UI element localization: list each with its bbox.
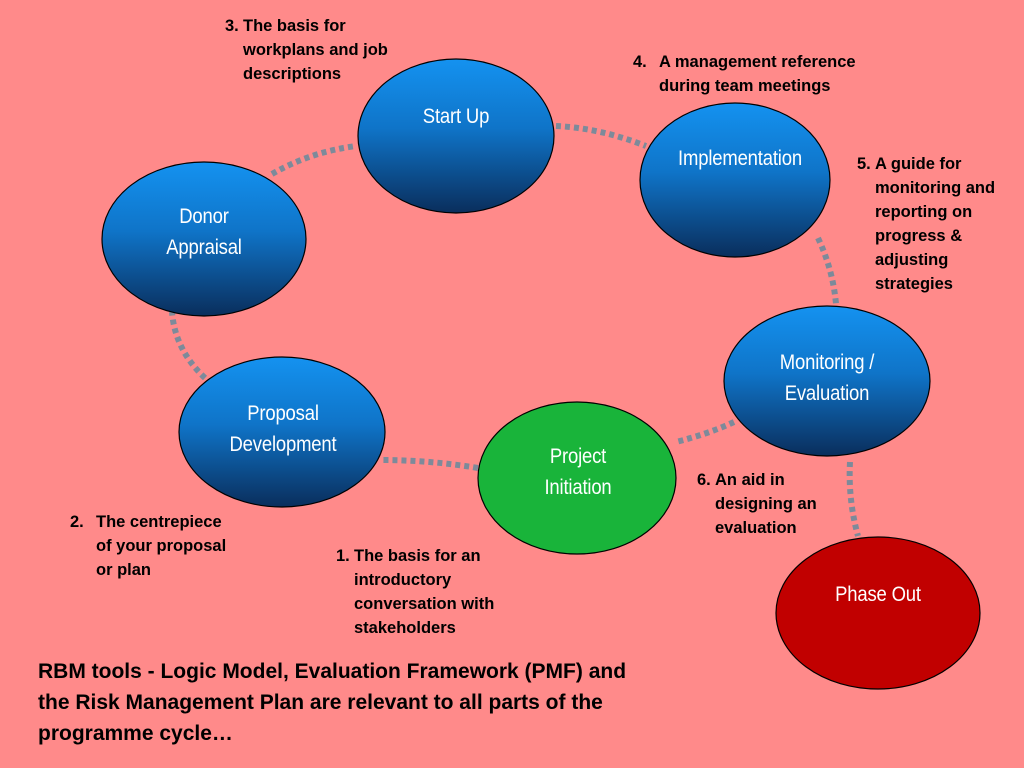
note-3-number: 3. — [225, 17, 239, 35]
note-5: 5. A guide for monitoring and reporting … — [857, 152, 1022, 296]
note-1-number: 1. — [336, 547, 350, 565]
note-2: 2. The centrepiece of your proposal or p… — [70, 510, 270, 582]
note-4-number: 4. — [633, 53, 647, 71]
note-2-text: The centrepiece of your proposal or plan — [96, 513, 227, 579]
node-label-implementation: Implementation — [678, 146, 802, 170]
node-shape-project-initiation — [477, 401, 677, 555]
node-shape-proposal-development — [178, 356, 386, 508]
note-6: 6. An aid in designing an evaluation — [697, 468, 857, 540]
node-label-phase-out: Phase Out — [835, 582, 921, 606]
connector-implementation-monitoring — [815, 236, 839, 305]
connector-monitoring-initiation — [675, 419, 736, 445]
connector-initiation-proposal — [379, 457, 479, 471]
note-6-text: An aid in designing an evaluation — [715, 471, 817, 537]
note-3-text: The basis for workplans and job descript… — [243, 17, 388, 83]
node-shape-implementation — [639, 102, 831, 258]
node-shape-donor-appraisal — [101, 161, 307, 317]
node-label-donor-appraisal: Donor Appraisal — [166, 205, 242, 259]
note-3: 3. The basis for workplans and job descr… — [225, 14, 435, 86]
note-1: 1. The basis for an introductory convers… — [336, 544, 536, 640]
note-6-number: 6. — [697, 471, 711, 489]
node-label-monitoring-evaluation: Monitoring / Evaluation — [779, 351, 875, 405]
node-label-project-initiation: Project Initiation — [544, 445, 612, 499]
note-5-number: 5. — [857, 155, 871, 173]
footer-caption: RBM tools - Logic Model, Evaluation Fram… — [38, 660, 627, 745]
note-4: 4. A management reference during team me… — [633, 50, 913, 98]
note-4-text: A management reference during team meeti… — [659, 53, 856, 95]
note-1-text: The basis for an introductory conversati… — [354, 547, 495, 637]
node-shape-start-up — [357, 58, 555, 214]
node-shape-phase-out — [775, 536, 981, 690]
note-2-number: 2. — [70, 513, 84, 531]
node-label-start-up: Start Up — [422, 104, 490, 128]
note-5-text: A guide for monitoring and reporting on … — [875, 155, 996, 293]
connector-proposal-donor — [169, 311, 208, 381]
connector-monitoring-phaseout — [846, 461, 861, 537]
connector-startup-implementation — [555, 123, 648, 149]
node-shape-monitoring-evaluation — [723, 305, 931, 457]
node-label-proposal-development: Proposal Development — [229, 402, 337, 456]
connector-donor-startup — [270, 143, 357, 177]
